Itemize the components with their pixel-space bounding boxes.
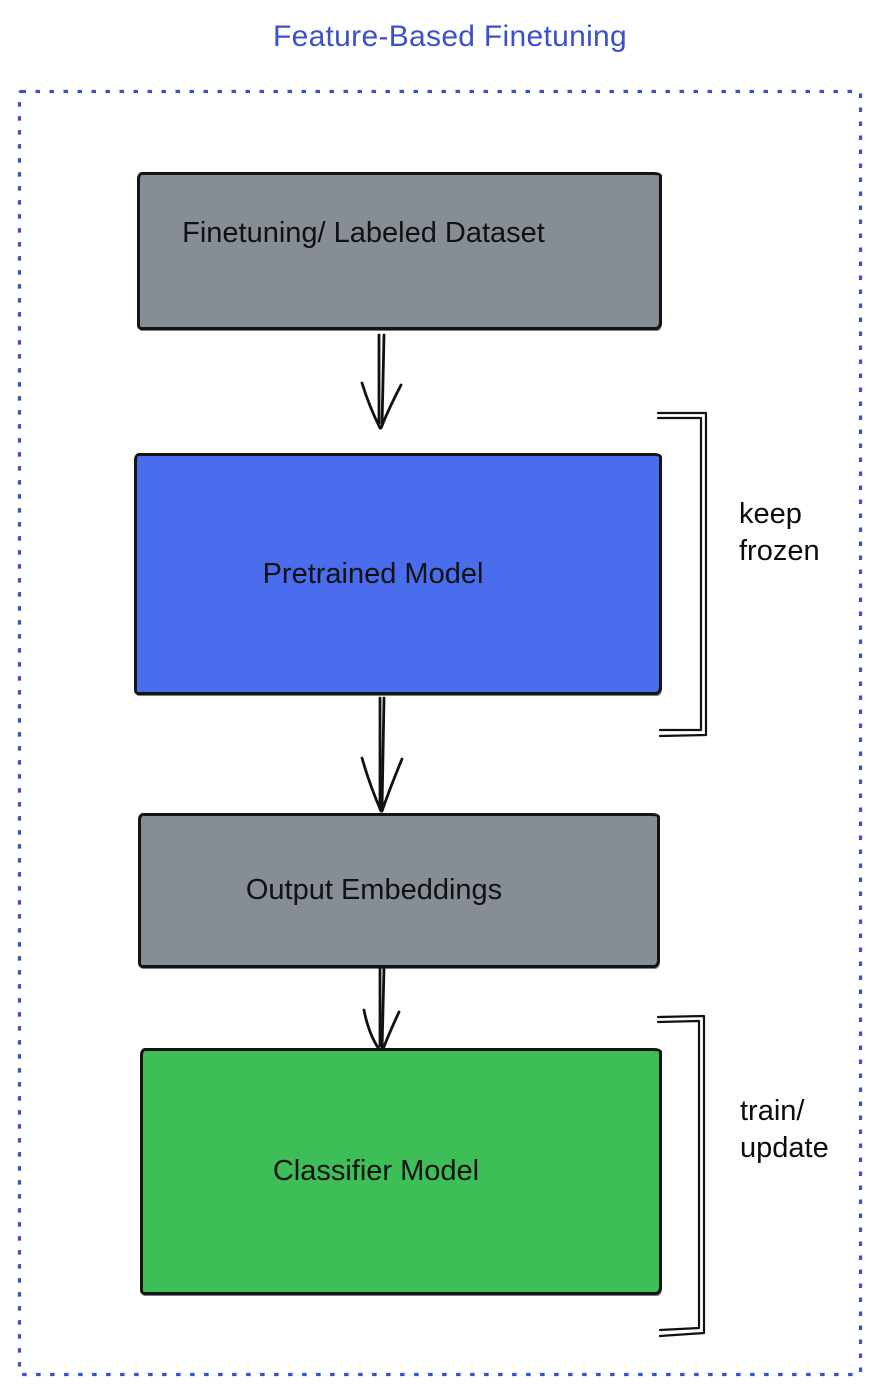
arrow-down-icon (360, 333, 403, 430)
node-finetuning-dataset-label: Finetuning/ Labeled Dataset (182, 216, 545, 249)
bracket-train-update-icon (656, 1014, 706, 1338)
node-pretrained-model-label: Pretrained Model (262, 557, 484, 590)
arrow-down-icon (362, 966, 401, 1054)
node-output-embeddings-label: Output Embeddings (245, 874, 503, 906)
node-classifier-model-label: Classifier Model (272, 1155, 480, 1187)
annotation-keep-frozen-line2: frozen (739, 535, 820, 567)
node-finetuning-dataset: Finetuning/ Labeled Dataset (137, 172, 662, 330)
bracket-keep-frozen-icon (656, 411, 708, 738)
diagram-title: Feature-Based Finetuning (272, 20, 628, 53)
node-classifier-model: Classifier Model (140, 1048, 662, 1295)
node-output-embeddings: Output Embeddings (138, 813, 660, 968)
arrow-down-icon (360, 696, 404, 813)
annotation-keep-frozen: keep frozen (739, 496, 820, 570)
annotation-keep-frozen-line1: keep (739, 498, 802, 530)
annotation-train-update-line1: train/ (740, 1095, 805, 1127)
annotation-train-update-line2: update (740, 1132, 829, 1164)
node-pretrained-model: Pretrained Model (134, 453, 662, 695)
annotation-train-update: train/ update (740, 1093, 829, 1167)
